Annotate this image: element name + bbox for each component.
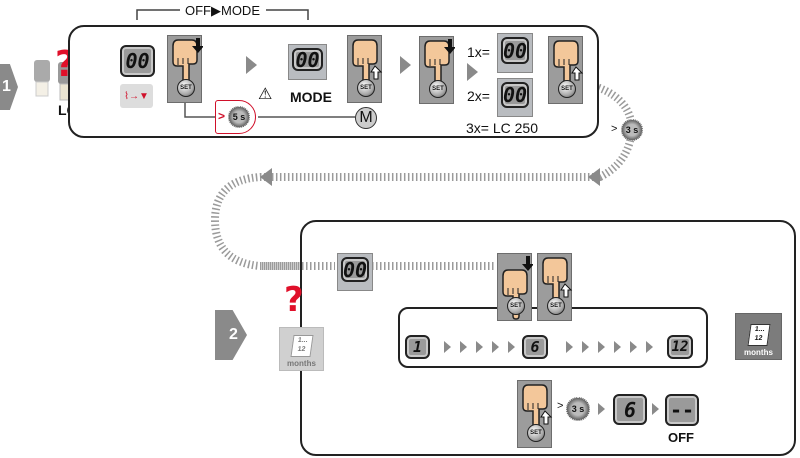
display-value: 6 xyxy=(623,397,637,422)
set-button[interactable]: SET xyxy=(177,79,195,97)
set-button[interactable]: SET xyxy=(507,297,525,315)
arrow-right-icon xyxy=(460,341,467,353)
option-1x-label: 1x= xyxy=(467,44,490,60)
arrow-right-icon xyxy=(652,403,659,415)
option-1x-display: 00 xyxy=(497,33,533,73)
set-release-button-confirm[interactable]: SET xyxy=(517,380,553,448)
set-press-button[interactable]: SET xyxy=(497,253,533,321)
arrow-right-icon xyxy=(508,341,515,353)
display-off: 00 xyxy=(120,45,155,77)
arrow-right-icon xyxy=(630,341,637,353)
display-flashing: 00 xyxy=(337,253,373,291)
set-button[interactable]: SET xyxy=(357,79,375,97)
sequence-display-6: 6 xyxy=(522,335,548,359)
display-value: 6 xyxy=(530,338,540,356)
calendar-top: 1... xyxy=(296,337,308,344)
arrow-right-icon xyxy=(467,63,478,81)
display-value: 00 xyxy=(295,47,320,72)
step1-lines xyxy=(184,103,355,118)
timer-prefix: > xyxy=(557,400,564,412)
display-value: 00 xyxy=(502,83,528,107)
arrow-right-icon xyxy=(246,56,257,74)
mode-label: MODE xyxy=(290,89,332,105)
calendar-bottom: 12 xyxy=(753,335,763,342)
calendar-label: months xyxy=(287,359,316,368)
months-calendar-icon: 1... 12 months xyxy=(735,313,782,360)
arrow-right-icon xyxy=(582,341,589,353)
display-mode-flashing: 00 xyxy=(288,44,327,80)
reset-signal-icon: ⌇→▼ xyxy=(120,84,153,108)
arrow-right-icon xyxy=(646,341,653,353)
off-display: -- xyxy=(665,394,699,426)
set-press-hold-button[interactable]: SET xyxy=(167,35,203,103)
arrow-right-icon xyxy=(476,341,483,353)
timer-prefix: > xyxy=(611,123,618,135)
set-release-button[interactable]: SET xyxy=(347,35,383,103)
warning-icon: ⚠ xyxy=(258,86,273,103)
timer-prefix: > xyxy=(218,109,226,123)
off-label: OFF xyxy=(668,430,694,445)
display-value: 12 xyxy=(671,339,689,355)
question-mark-icon: ? xyxy=(284,280,304,320)
arrow-right-icon xyxy=(566,341,573,353)
arrow-right-icon xyxy=(444,341,451,353)
mode-button[interactable]: M xyxy=(355,107,377,129)
set-button[interactable]: SET xyxy=(429,80,447,98)
option-2x-label: 2x= xyxy=(467,88,490,104)
sequence-display-1: 1 xyxy=(405,335,430,359)
set-button[interactable]: SET xyxy=(558,80,576,98)
set-release-button-2[interactable]: SET xyxy=(548,36,584,104)
timer-3s-icon: 3 s xyxy=(566,397,590,421)
display-value: 00 xyxy=(125,49,150,73)
arrow-right-icon xyxy=(598,341,605,353)
option-3x-label: 3x= LC 250 xyxy=(466,120,538,136)
off-mode-label: OFF▶MODE xyxy=(185,3,260,18)
set-button[interactable]: SET xyxy=(527,424,545,442)
option-2x-display: 00 xyxy=(497,78,533,117)
set-press-button[interactable]: SET xyxy=(419,36,455,104)
display-value: 00 xyxy=(502,38,528,63)
display-value: 1 xyxy=(412,338,423,356)
sequence-display-12: 12 xyxy=(667,335,693,359)
calendar-bottom: 12 xyxy=(296,346,306,353)
calendar-top: 1... xyxy=(753,326,765,333)
arrow-right-icon xyxy=(598,403,605,415)
step-2-number: 2 xyxy=(229,326,238,343)
arrow-right-icon xyxy=(614,341,621,353)
off-mode-bracket xyxy=(136,9,309,20)
calendar-label: months xyxy=(744,348,773,357)
result-display: 6 xyxy=(613,394,647,425)
months-calendar-icon-light: 1... 12 months xyxy=(279,327,324,371)
set-release-button[interactable]: SET xyxy=(537,253,573,321)
step-1-number: 1 xyxy=(2,78,11,95)
timer-5s-icon: 5 s xyxy=(228,106,250,128)
step-1-marker: 1 xyxy=(0,64,18,110)
arrow-right-icon xyxy=(492,341,499,353)
arrow-right-icon xyxy=(400,56,411,74)
timer-3s-icon: 3 s xyxy=(621,119,643,141)
set-button[interactable]: SET xyxy=(547,297,565,315)
timer-5s-box: > 5 s xyxy=(215,100,256,134)
display-value: -- xyxy=(669,398,695,422)
display-value: 00 xyxy=(342,257,368,282)
